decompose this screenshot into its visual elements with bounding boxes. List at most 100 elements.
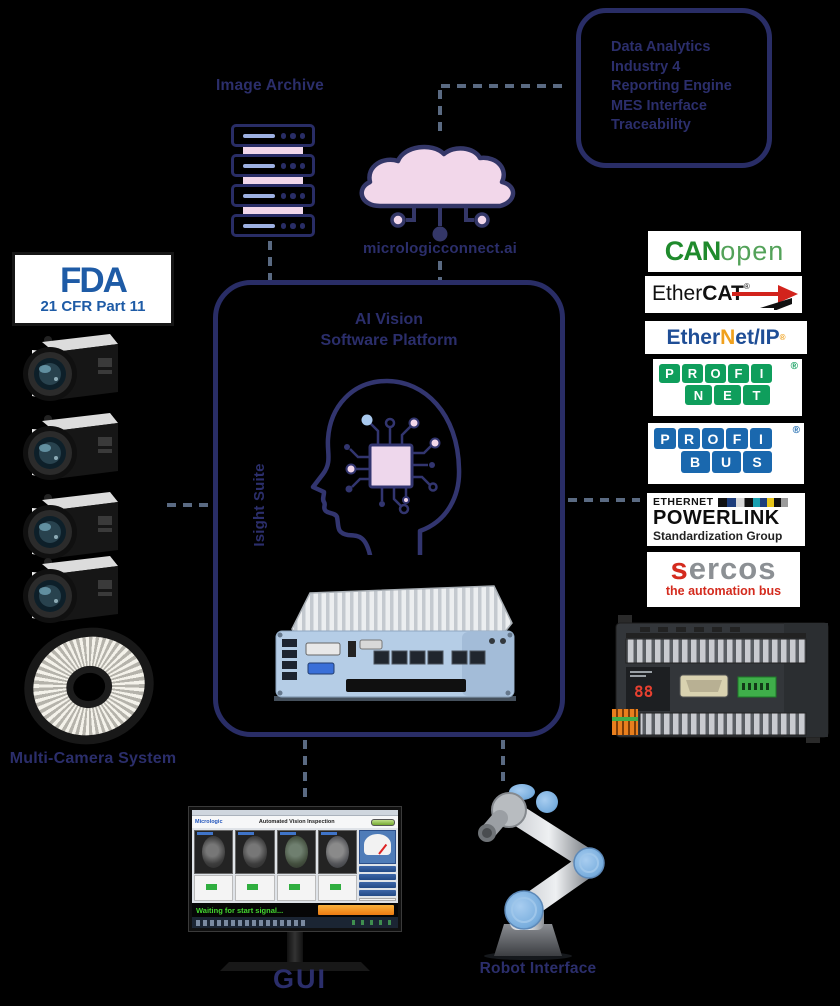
capability-item: Traceability [611, 117, 691, 133]
gui-action-button [318, 905, 394, 915]
gui-taskbar [192, 917, 398, 928]
capability-item: Industry 4 [611, 58, 681, 75]
multi-camera-system-label: Multi-Camera System [9, 750, 177, 767]
svg-text:88: 88 [634, 682, 653, 701]
ethercat-arrow-icon [732, 285, 798, 310]
robot-interface-label: Robot Interface [479, 960, 597, 977]
monitor-stand-neck [287, 932, 303, 962]
gui-side-button [359, 882, 396, 888]
protocol-letter-tile: B [680, 451, 710, 473]
sercos-subtitle: the automation bus [665, 584, 782, 598]
protocol-letter-tile: N [685, 385, 712, 405]
gui-label: GUI [272, 964, 327, 994]
powerlink-subtitle: Standardization Group [653, 529, 783, 543]
inspection-camera-view [317, 830, 357, 874]
gui-info-panel [359, 898, 396, 901]
fda-logo: FDA 21 CFR Part 11 [12, 252, 174, 326]
protocol-letter-tile: R [678, 428, 700, 449]
ethernetip-part3: et/IP [735, 325, 780, 349]
monitor-stand-base [220, 962, 370, 971]
ethernetip-part1: Ether [666, 325, 721, 349]
powerlink-ethernet-text: ETHERNET [653, 496, 714, 508]
sercos-logo: sercos the automation bus [647, 552, 800, 607]
protocol-letter-tile: T [743, 385, 770, 405]
connector-topbox-cloud-h [441, 84, 564, 88]
protocol-letter-tile: O [702, 428, 724, 449]
connector-cameras-platform [167, 503, 213, 507]
camera-image [14, 552, 126, 632]
ai-head-chip-icon [310, 378, 462, 555]
ethernetip-reg: ® [779, 333, 786, 342]
capability-item: Reporting Engine [611, 78, 732, 94]
powerlink-wordmark: POWERLINK [653, 507, 780, 529]
protocol-letter-tile: R [682, 364, 703, 383]
platform-title-line1: AI Vision [354, 311, 424, 328]
image-archive-label: Image Archive [216, 77, 324, 94]
connector-platform-protocols [568, 498, 640, 502]
profinet-reg: ® [790, 361, 798, 372]
gui-side-button [359, 874, 396, 880]
ethercat-wordmark: EtherCAT® [652, 282, 750, 305]
camera-image [14, 409, 126, 489]
cloud-service-label: micrologicconnect.ai [362, 240, 518, 257]
protocol-letter-tile: S [742, 451, 772, 473]
gui-monitor: Micrologic Automated Vision Inspection [188, 806, 402, 971]
plc-image: 88 [612, 615, 829, 743]
protocol-letter-tile: E [714, 385, 741, 405]
gui-side-button [359, 890, 396, 896]
camera-image [14, 330, 126, 410]
inspection-result-panel [276, 875, 316, 901]
capability-item: Data Analytics [611, 39, 711, 55]
gui-brand-logo: Micrologic [195, 819, 223, 825]
server-stack-icon [231, 124, 315, 238]
inspection-camera-view [276, 830, 316, 874]
ring-light-image [13, 615, 165, 757]
gui-window-titlebar [192, 810, 398, 816]
gui-title: Automated Vision Inspection [258, 819, 335, 825]
inspection-result-panel [235, 875, 275, 901]
protocol-letter-tile: O [705, 364, 726, 383]
ethercat-logo: EtherCAT® [645, 276, 802, 313]
gui-customer-logo [370, 818, 395, 826]
gui-gauge [359, 830, 396, 864]
protocol-letter-tile: I [751, 364, 772, 383]
connector-topbox-cloud-v [438, 90, 442, 132]
protocol-letter-tile: F [728, 364, 749, 383]
profibus-reg: ® [792, 425, 800, 436]
powerlink-color-blocks [717, 497, 788, 507]
fda-cfr-label: 21 CFR Part 11 [40, 297, 146, 315]
connector-cloud-platform [438, 261, 442, 280]
monitor-screen: Micrologic Automated Vision Inspection [188, 806, 402, 932]
inspection-camera-view [194, 830, 234, 874]
protocol-letter-tile: I [750, 428, 772, 449]
robot-arm-image [478, 784, 605, 960]
gui-status-text: Waiting for start signal... [196, 905, 284, 915]
protocol-letter-tile: P [659, 364, 680, 383]
inspection-result-panel [317, 875, 357, 901]
fda-wordmark: FDA [60, 260, 128, 300]
powerlink-logo: ETHERNET POWERLINK Standardization Group [647, 493, 805, 546]
cloud-icon [352, 140, 527, 245]
canopen-wordmark-light: open [720, 236, 785, 266]
canopen-wordmark-bold: CAN [664, 236, 721, 266]
ethernetip-part2: N [720, 325, 736, 349]
connector-server-platform [268, 241, 272, 280]
capabilities-box: Data Analytics Industry 4 Reporting Engi… [576, 8, 772, 168]
industrial-pc-image [274, 585, 516, 701]
protocol-letter-tile: P [654, 428, 676, 449]
capability-item: MES Interface [611, 97, 707, 114]
gui-side-button [359, 866, 396, 872]
isight-suite-label: Isight Suite [251, 463, 268, 547]
inspection-result-panel [194, 875, 234, 901]
connector-platform-robot [501, 740, 505, 786]
protocol-letter-tile: F [726, 428, 748, 449]
connector-platform-gui [303, 740, 307, 802]
platform-title-line2: Software Platform [320, 332, 458, 349]
inspection-camera-view [235, 830, 275, 874]
